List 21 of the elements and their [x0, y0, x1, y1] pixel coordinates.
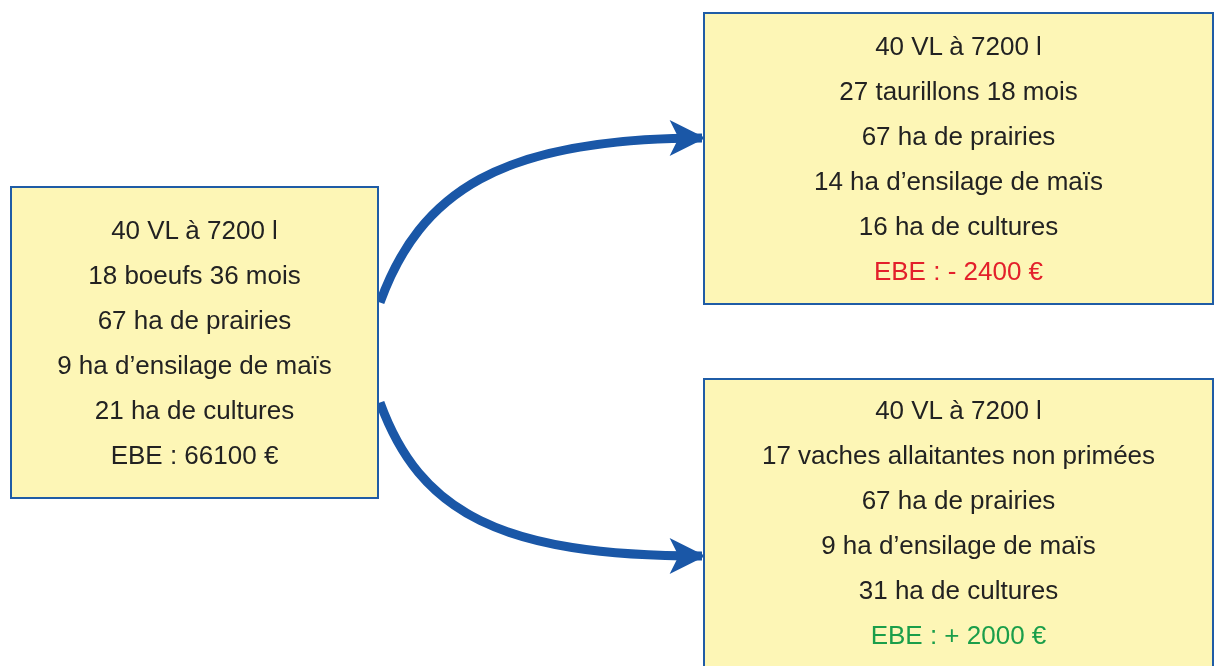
info-box [703, 12, 1214, 305]
info-text: 9 ha d’ensilage de maïs [821, 529, 1096, 562]
info-text: 16 ha de cultures [858, 209, 1059, 243]
info-text: EBE : + 2000 € [870, 619, 1047, 652]
info-box [10, 186, 379, 499]
info-text: 40 VL à 7200 l [111, 213, 278, 247]
info-text: 40 VL à 7200 l [875, 394, 1042, 427]
info-text: 9 ha d’ensilage de maïs [57, 348, 332, 382]
info-text: 31 ha de cultures [858, 574, 1059, 607]
info-text: 14 ha d’ensilage de maïs [813, 164, 1104, 198]
info-text: 18 boeufs 36 mois [88, 258, 301, 292]
info-text: 17 vaches allaitantes non primées [761, 439, 1156, 472]
info-text: 67 ha de prairies [861, 484, 1056, 517]
info-text: 21 ha de cultures [94, 393, 295, 427]
info-text: 27 taurillons 18 mois [839, 74, 1078, 108]
info-box [703, 378, 1214, 666]
info-text: 67 ha de prairies [861, 119, 1056, 153]
info-text: EBE : - 2400 € [873, 254, 1044, 288]
info-text: 67 ha de prairies [97, 303, 292, 337]
info-text: 40 VL à 7200 l [875, 29, 1042, 63]
info-text: EBE : 66100 € [110, 438, 279, 472]
